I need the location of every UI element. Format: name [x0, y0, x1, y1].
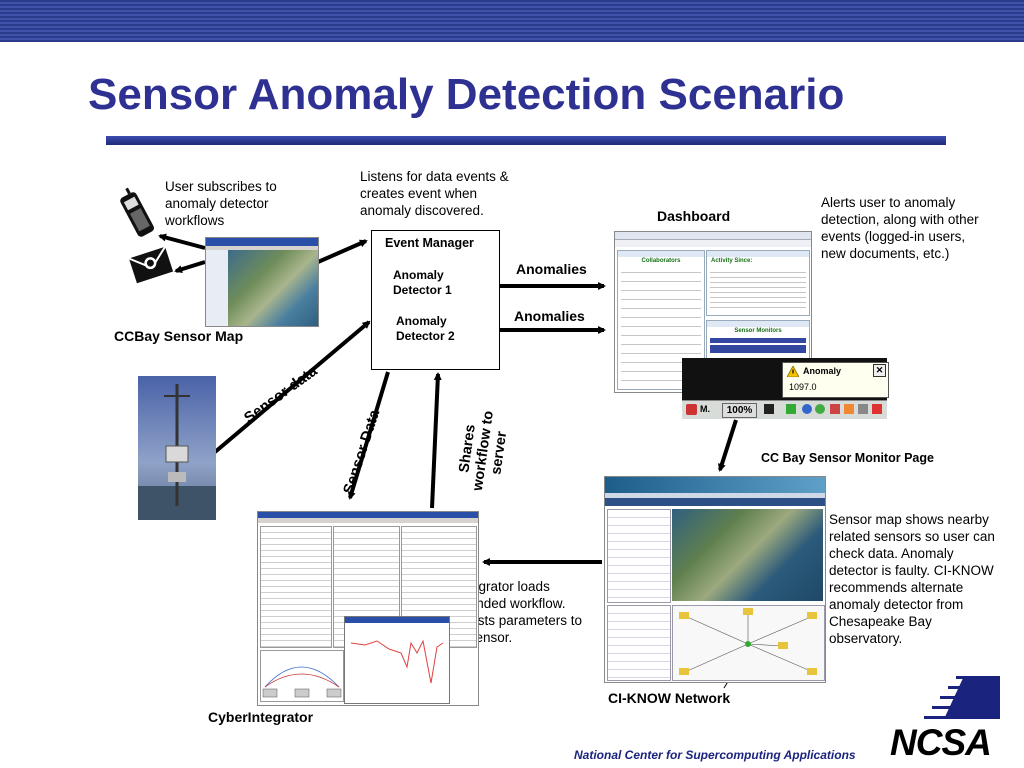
email-icon [128, 246, 174, 284]
sensor-station-photo [138, 376, 216, 520]
arrow-sensor-to-event-manager [213, 320, 371, 454]
dashboard-collaborators-heading: Collaborators [641, 258, 681, 264]
ccbay-sensor-map-screenshot [205, 237, 319, 327]
workflow-diagram [262, 666, 342, 698]
footer-text: National Center for Supercomputing Appli… [574, 748, 856, 762]
sensor-data-plot [350, 639, 444, 684]
label-monitor-page: CC Bay Sensor Monitor Page [761, 451, 934, 465]
alert-value: 1097.0 [789, 382, 817, 392]
sensor-monitor-screenshot [604, 476, 826, 683]
arrow-map-to-event-manager [317, 239, 368, 264]
label-dashboard: Dashboard [657, 208, 731, 224]
slide-title: Sensor Anomaly Detection Scenario [88, 70, 845, 119]
arrow-cyberintegrator-to-event-manager [430, 372, 442, 509]
label-cyberintegrator: CyberIntegrator [208, 709, 314, 725]
label-ccbay-map: CCBay Sensor Map [114, 328, 244, 344]
top-banner [0, 0, 1024, 42]
zoom-percent: 100% [722, 403, 757, 418]
warning-icon [787, 366, 799, 377]
alert-title: Anomaly [803, 366, 842, 376]
dashboard-sensor-monitors: Sensor Monitors [734, 328, 782, 334]
dashboard-activity-since: Activity Since: [711, 258, 753, 264]
cell-phone-icon [120, 187, 154, 237]
note-listens: Listens for data events & creates event … [360, 169, 509, 218]
flow-label-anomalies-1: Anomalies [516, 261, 587, 277]
alert-close-icon[interactable]: ✕ [873, 364, 886, 377]
label-ciknow-network: CI-KNOW Network [608, 690, 731, 706]
anomaly-detector-1: Anomaly Detector 1 [393, 268, 452, 297]
anomaly-alert-popup[interactable]: Anomaly ✕ 1097.0 [782, 362, 889, 398]
title-underline [106, 136, 946, 145]
event-manager-box: Event Manager Anomaly Detector 1 Anomaly… [371, 230, 500, 370]
anomaly-detector-2: Anomaly Detector 2 [396, 314, 455, 343]
app-icon[interactable] [686, 404, 697, 415]
note-subscribe: User subscribes to anomaly detector work… [165, 179, 277, 228]
note-sensor-map: Sensor map shows nearby related sensors … [829, 512, 995, 646]
system-tray-icons [764, 404, 882, 414]
arrow-event-manager-to-cyberintegrator [347, 371, 390, 500]
ciknow-network-graph [679, 608, 817, 675]
flow-label-anomalies-2: Anomalies [514, 308, 585, 324]
arrow-map-to-phone [158, 233, 206, 250]
arrow-map-to-email [174, 260, 206, 274]
arrow-dashboard-to-monitor [718, 419, 738, 472]
ncsa-logo-mark [924, 676, 1000, 719]
note-alerts: Alerts user to anomaly detection, along … [821, 195, 979, 261]
cyberintegrator-screenshot [257, 511, 479, 706]
ncsa-logo-text: NCSA [890, 722, 992, 763]
event-manager-title: Event Manager [385, 236, 474, 250]
